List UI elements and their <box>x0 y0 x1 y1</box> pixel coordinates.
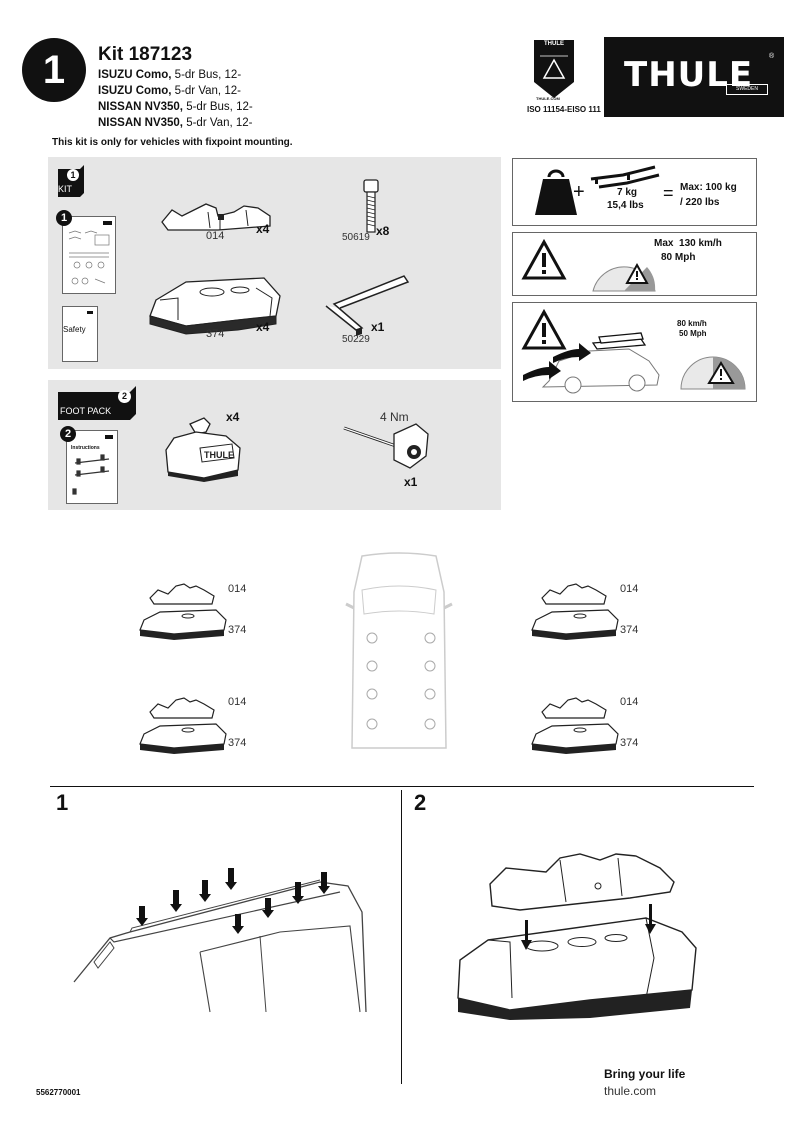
part-qty: x4 <box>256 320 270 334</box>
foot-assembly-icon <box>526 696 622 759</box>
part-code: 014 <box>206 230 225 242</box>
weight-lbs: 15,4 lbs <box>607 200 644 211</box>
part-374-base-icon <box>146 270 286 339</box>
vehicle-line: NISSAN NV350, 5-dr Van, 12- <box>98 117 252 129</box>
document-code: 5562770001 <box>36 1088 81 1097</box>
step-1-number: 1 <box>56 790 69 815</box>
kit-title: Kit 187123 <box>98 44 193 65</box>
safety-booklet: Safety <box>62 306 98 362</box>
foot-assembly-icon <box>134 582 230 645</box>
step-2-number: 2 <box>414 790 427 815</box>
weight-icon <box>535 169 577 215</box>
torque-label: 4 Nm <box>380 410 409 424</box>
vehicle-line: ISUZU Como, 5-dr Van, 12- <box>98 85 241 97</box>
vehicle-make: ISUZU Como, <box>98 85 172 97</box>
load-capacity-box: + 7 kg 15,4 lbs = Max: 100 kg / 220 lbs <box>512 158 757 226</box>
max-load-kg: Max: 100 kg <box>680 182 737 193</box>
speed2-kmh: 80 km/h <box>677 319 707 328</box>
load-speed-box: 80 km/h 50 Mph <box>512 302 757 402</box>
car-with-load-icon <box>523 332 660 394</box>
van-roof-fixpoints-illustration <box>73 868 367 1013</box>
part-code: 374 <box>206 328 225 340</box>
foot-icon: THULE <box>160 414 246 485</box>
safety-label: Safety <box>63 325 86 334</box>
warning-triangle-icon <box>521 308 567 350</box>
speed-max-mph: 80 Mph <box>661 252 696 263</box>
position-bottom-code: 374 <box>228 737 247 749</box>
tool-qty: x1 <box>404 475 418 489</box>
thule-logo: THULE SWEDEN ® <box>604 37 784 117</box>
position-bottom-code: 374 <box>620 737 639 749</box>
torque-tool-icon <box>340 420 432 483</box>
kit-panel <box>48 157 501 369</box>
foot-assembly-icon <box>526 582 622 645</box>
part-qty: x8 <box>376 224 390 238</box>
badge-text: THULE <box>544 41 564 47</box>
step-divider-vertical <box>401 790 402 1084</box>
warning-triangle-icon <box>521 238 567 280</box>
part-code: 50619 <box>342 232 370 243</box>
foot-qty: x4 <box>226 410 240 424</box>
speed-limit-box: Max 130 km/h 80 Mph <box>512 232 757 296</box>
vehicle-top-view-icon <box>345 552 453 749</box>
vehicle-spec: 5-dr Van, 12- <box>183 117 253 129</box>
part-code: 50229 <box>342 334 370 345</box>
vehicle-make: NISSAN NV350, <box>98 101 184 113</box>
part-014-pad-icon <box>158 200 276 239</box>
pad-onto-base-illustration <box>457 853 697 1020</box>
logo-sweden: SWEDEN <box>726 84 768 95</box>
svg-text:THULE: THULE <box>204 450 234 460</box>
guarantee-badge: THULE <box>532 38 576 100</box>
foot-booklet-number: 2 <box>60 426 76 442</box>
position-top-code: 014 <box>228 696 247 708</box>
booklet-title: Instructions <box>71 445 100 451</box>
plus-icon: + <box>573 181 585 203</box>
brand-tagline: Bring your life <box>604 1067 686 1081</box>
roof-bars-icon <box>590 165 660 189</box>
speed-gauge-icon <box>592 262 656 292</box>
foot-pack-booklet: Instructions <box>66 430 118 504</box>
badge-subtext: THULE.COM <box>536 96 560 101</box>
step-number-badge: 1 <box>22 38 86 102</box>
vehicle-spec: 5-dr Bus, 12- <box>183 101 253 113</box>
vehicle-line: ISUZU Como, 5-dr Bus, 12- <box>98 69 241 81</box>
registered-icon: ® <box>769 53 775 60</box>
kit-box-icon: 1 KIT <box>54 165 84 199</box>
step-divider-top <box>50 786 754 787</box>
equals-icon: = <box>663 183 674 203</box>
weight-kg: 7 kg <box>617 187 638 198</box>
position-top-code: 014 <box>228 583 247 595</box>
vehicle-spec: 5-dr Bus, 12- <box>171 69 242 81</box>
logo-wordmark: THULE <box>624 55 754 95</box>
speed-max-kmh: Max 130 km/h <box>654 238 722 249</box>
instruction-booklet <box>62 216 116 294</box>
vehicle-line: NISSAN NV350, 5-dr Bus, 12- <box>98 101 253 113</box>
kit-tag-number: 1 <box>67 169 79 181</box>
allen-key-icon <box>320 272 412 343</box>
vehicle-spec: 5-dr Van, 12- <box>171 85 241 97</box>
foot-pack-tag-number: 2 <box>118 390 131 403</box>
brand-url: thule.com <box>604 1084 657 1098</box>
kit-tag-label: KIT <box>58 184 73 194</box>
foot-assembly-icon <box>134 696 230 759</box>
vehicle-make: NISSAN NV350, <box>98 117 184 129</box>
speed-gauge-icon <box>680 356 746 390</box>
part-qty: x4 <box>256 222 270 236</box>
position-top-code: 014 <box>620 696 639 708</box>
position-bottom-code: 374 <box>228 624 247 636</box>
part-qty: x1 <box>371 320 385 334</box>
max-load-lbs: / 220 lbs <box>680 197 720 208</box>
foot-pack-tag-label: FOOT PACK <box>60 406 112 416</box>
speed2-mph: 50 Mph <box>679 329 707 338</box>
foot-pack-box-icon: 2 FOOT PACK <box>56 386 140 420</box>
booklet-number: 1 <box>56 210 72 226</box>
position-top-code: 014 <box>620 583 639 595</box>
position-bottom-code: 374 <box>620 624 639 636</box>
bolt-icon <box>360 178 382 241</box>
vehicle-make: ISUZU Como, <box>98 69 172 81</box>
iso-text: ISO 11154-EISO 111 <box>527 105 601 114</box>
fixpoint-notice: This kit is only for vehicles with fixpo… <box>52 137 293 148</box>
